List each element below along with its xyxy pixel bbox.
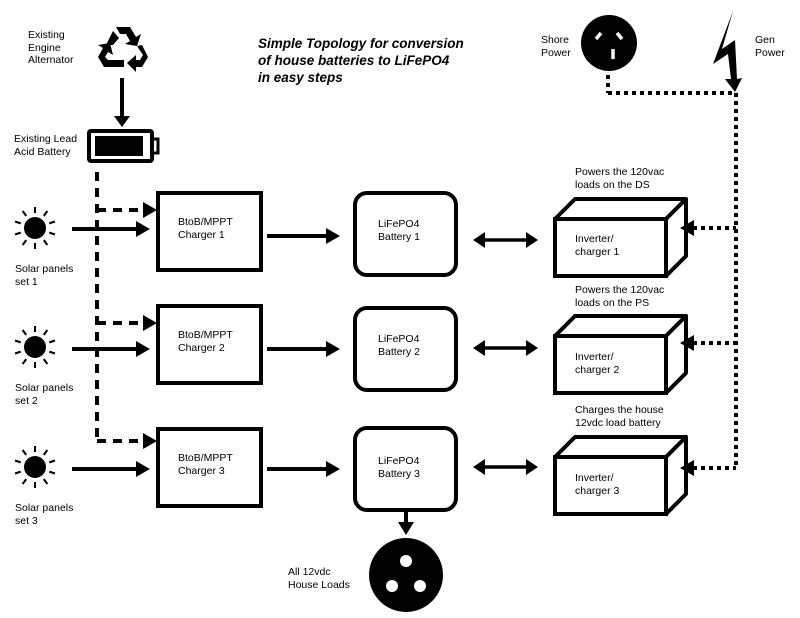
- inverter-2-label: Inverter/ charger 2: [575, 351, 620, 376]
- lifepo4-battery-1-box[interactable]: [353, 191, 458, 277]
- inverter-charger-3-cube[interactable]: [553, 435, 688, 516]
- inverter-charger-2-cube[interactable]: [553, 314, 688, 395]
- inverter-3-note: Charges the house 12vdc load battery: [575, 404, 664, 429]
- solar-2-label: Solar panels set 2: [15, 382, 74, 407]
- solar-1-label: Solar panels set 1: [15, 263, 74, 288]
- charger-3-box[interactable]: [156, 427, 263, 508]
- gen-power-label: Gen Power: [755, 34, 785, 59]
- inverter-1-note: Powers the 120vac loads on the DS: [575, 166, 665, 191]
- battery-3-label: LiFePO4 Battery 3: [378, 455, 421, 480]
- charger-1-label: BtoB/MPPT Charger 1: [178, 216, 233, 241]
- inverter-charger-1-cube[interactable]: [553, 197, 688, 278]
- solar-3-label: Solar panels set 3: [15, 502, 74, 527]
- shore-power-label: Shore Power: [541, 34, 571, 59]
- lightning-bolt-icon: [713, 11, 742, 92]
- alternator-label: Existing Engine Alternator: [28, 29, 74, 66]
- charger-2-label: BtoB/MPPT Charger 2: [178, 329, 233, 354]
- power-outlet-icon: [581, 15, 637, 71]
- sun-icon: [14, 446, 56, 488]
- battery-icon: [87, 129, 160, 163]
- charger-3-label: BtoB/MPPT Charger 3: [178, 452, 233, 477]
- ac-bus: [606, 75, 738, 470]
- charger-1-box[interactable]: [156, 191, 263, 272]
- charger-2-box[interactable]: [156, 304, 263, 385]
- recycle-icon: [98, 27, 148, 72]
- battery-1-label: LiFePO4 Battery 1: [378, 218, 421, 243]
- sun-icon: [14, 326, 56, 368]
- inverter-3-label: Inverter/ charger 3: [575, 472, 620, 497]
- dc-outlet-icon: [369, 538, 443, 612]
- inverter-1-label: Inverter/ charger 1: [575, 233, 620, 258]
- sun-icon: [14, 207, 56, 249]
- inverter-2-note: Powers the 120vac loads on the PS: [575, 284, 665, 309]
- lifepo4-battery-2-box[interactable]: [353, 306, 458, 392]
- battery-2-label: LiFePO4 Battery 2: [378, 333, 421, 358]
- house-loads-label: All 12vdc House Loads: [288, 566, 350, 591]
- diagram-title: Simple Topology for conversion of house …: [258, 36, 464, 85]
- lead-acid-bus: [95, 172, 145, 443]
- lead-acid-label: Existing Lead Acid Battery: [14, 133, 78, 158]
